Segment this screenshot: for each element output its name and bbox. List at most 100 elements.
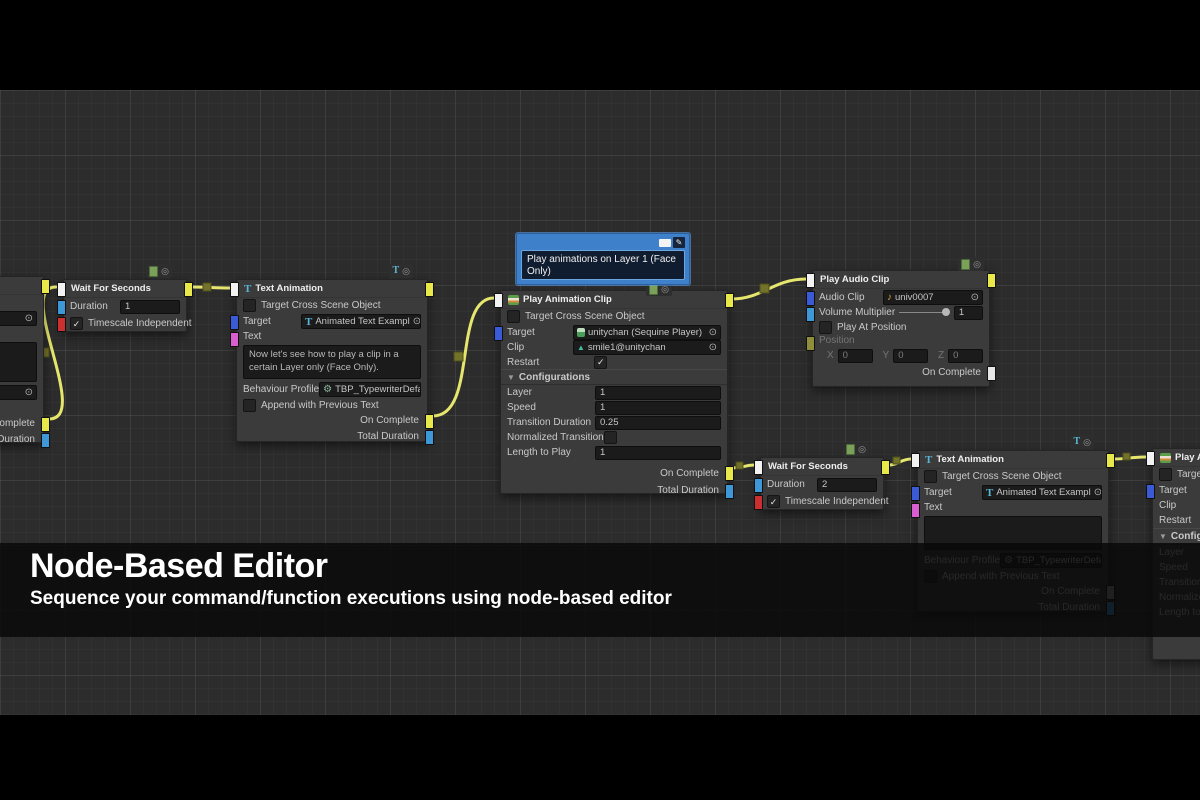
total-duration-port[interactable] [725, 484, 734, 499]
comment-text[interactable]: Play animations on Layer 1 (Face Only) [521, 250, 685, 280]
timescale-checkbox[interactable]: ✓ [767, 495, 780, 508]
cross-scene-checkbox[interactable] [924, 470, 937, 483]
target-port[interactable] [911, 486, 920, 501]
flow-out-port[interactable] [987, 273, 996, 288]
flow-in-port[interactable] [57, 282, 66, 297]
volume-slider[interactable] [899, 308, 950, 316]
x-input[interactable]: 0 [837, 348, 873, 363]
object-picker-icon[interactable]: ⊙ [708, 326, 717, 338]
total-duration-port[interactable] [41, 433, 50, 448]
flow-in-port[interactable] [494, 293, 503, 308]
normalized-transition-checkbox[interactable] [604, 431, 617, 444]
foldout-arrow-icon[interactable]: ▼ [1159, 532, 1167, 541]
edit-pencil-icon[interactable]: ✎ [673, 237, 685, 248]
flow-in-port[interactable] [806, 273, 815, 288]
total-duration-port[interactable] [425, 430, 434, 445]
on-complete-port[interactable] [725, 466, 734, 481]
object-picker-icon[interactable]: ⊙ [412, 316, 421, 327]
node-header[interactable]: Wait For Seconds [57, 280, 193, 298]
transition-duration-input[interactable]: 0.25 [595, 415, 721, 430]
z-input[interactable]: 0 [948, 348, 983, 363]
flow-out-port[interactable] [184, 282, 193, 297]
flow-out-port[interactable] [41, 279, 50, 294]
timescale-port[interactable] [57, 317, 66, 332]
flow-in-port[interactable] [1146, 451, 1155, 466]
target-object-field[interactable]: T Animated Text Exampl ⊙ [301, 314, 421, 329]
target-label: Target [507, 326, 535, 338]
profile-object-field[interactable]: ⚙ TBP_TypewriterDefau ⊙ [319, 382, 421, 397]
audio-clip-port[interactable] [806, 291, 815, 306]
text-port[interactable] [911, 503, 920, 518]
length-to-play-input[interactable]: 1 [595, 445, 721, 460]
flow-out-port[interactable] [881, 460, 890, 475]
object-picker-icon[interactable]: ⊙ [24, 313, 33, 324]
object-field[interactable]: ⊙ [0, 385, 37, 400]
volume-slider-knob[interactable] [941, 308, 950, 316]
node-header[interactable]: Wait For Seconds [754, 458, 890, 476]
speed-input[interactable]: 1 [595, 400, 721, 415]
flow-out-port[interactable] [1106, 453, 1115, 468]
target-port[interactable] [1146, 484, 1155, 499]
play-at-position-checkbox[interactable] [819, 320, 832, 334]
node-text-animation-1[interactable]: T ◎ T Text Animation Target Cross Scene … [230, 264, 434, 445]
append-checkbox[interactable] [243, 398, 256, 412]
object-picker-icon[interactable]: ⊙ [24, 387, 33, 398]
cross-scene-checkbox[interactable] [243, 299, 256, 312]
restart-checkbox[interactable]: ✓ [594, 355, 608, 369]
layer-label: Layer [507, 387, 533, 398]
on-complete-label: On Complete [660, 467, 719, 479]
layer-input[interactable]: 1 [595, 385, 721, 400]
volume-input[interactable]: 1 [953, 305, 983, 320]
object-picker-icon[interactable]: ⊙ [970, 291, 979, 303]
node-header[interactable]: Play Audio Clip [806, 271, 996, 289]
duration-input[interactable]: 1 [120, 299, 180, 314]
on-complete-port[interactable] [987, 366, 996, 381]
node-header[interactable]: Play Animation Clip [494, 291, 734, 309]
node-wait-for-seconds-1[interactable]: ◎ Wait For Seconds Duration 1 ✓ Timescal… [57, 264, 193, 332]
flow-in-port[interactable] [754, 460, 763, 475]
duration-port[interactable] [754, 478, 763, 493]
cross-scene-checkbox[interactable] [1159, 468, 1172, 481]
timescale-checkbox[interactable]: ✓ [70, 317, 83, 330]
foldout-arrow-icon[interactable]: ▼ [507, 372, 515, 382]
node-text-animation-left-partial[interactable]: ⊙ ⊙ On Complete Total Duration [0, 276, 50, 448]
text-input-area[interactable]: Now let's see how to play a clip in a ce… [243, 345, 421, 379]
node-play-animation-clip[interactable]: ◎ Play Animation Clip Target Cross Scene… [494, 282, 734, 499]
position-port[interactable] [806, 336, 815, 351]
on-complete-port[interactable] [425, 414, 434, 429]
cross-scene-label: Target Cross Scene Object [261, 300, 381, 311]
comment-color-swatch[interactable] [659, 238, 671, 247]
volume-port[interactable] [806, 307, 815, 322]
text-port[interactable] [230, 332, 239, 347]
object-picker-icon[interactable]: ⊙ [1093, 487, 1102, 498]
play-at-position-label: Play At Position [837, 321, 907, 333]
y-input[interactable]: 0 [893, 348, 929, 363]
duration-port[interactable] [57, 300, 66, 315]
timescale-port[interactable] [754, 495, 763, 510]
text-area[interactable] [0, 342, 37, 382]
node-play-audio-clip[interactable]: ◎ Play Audio Clip Audio Clip ♪ univ0007 … [806, 257, 996, 387]
flow-in-port[interactable] [230, 282, 239, 297]
clip-value: smile1@unitychan [587, 342, 666, 353]
comment-box[interactable]: ✎ Play animations on Layer 1 (Face Only) [516, 233, 690, 285]
target-object-field[interactable]: unitychan (Sequine Player) ⊙ [573, 324, 721, 340]
audio-clip-object-field[interactable]: ♪ univ0007 ⊙ [883, 289, 983, 305]
cross-scene-checkbox[interactable] [507, 310, 520, 323]
object-picker-icon[interactable]: ⊙ [708, 342, 717, 353]
flow-out-port[interactable] [725, 293, 734, 308]
node-header[interactable]: T Text Animation [230, 280, 434, 298]
target-object-field[interactable]: T Animated Text Exampl ⊙ [982, 485, 1102, 500]
node-wait-for-seconds-2[interactable]: ◎ Wait For Seconds Duration 2 ✓ Timescal… [754, 442, 890, 510]
object-field[interactable]: ⊙ [0, 311, 37, 326]
target-port[interactable] [494, 326, 503, 341]
on-complete-port[interactable] [41, 417, 50, 432]
node-header[interactable]: T Text Animation [911, 451, 1115, 469]
duration-input[interactable]: 2 [817, 477, 877, 492]
flow-in-port[interactable] [911, 453, 920, 468]
text-label: Text [243, 331, 262, 342]
clip-object-field[interactable]: ▲ smile1@unitychan ⊙ [573, 340, 721, 355]
target-port[interactable] [230, 315, 239, 330]
node-header[interactable]: Play Animation Clip [1146, 449, 1200, 467]
node-header[interactable] [0, 277, 50, 295]
flow-out-port[interactable] [425, 282, 434, 297]
